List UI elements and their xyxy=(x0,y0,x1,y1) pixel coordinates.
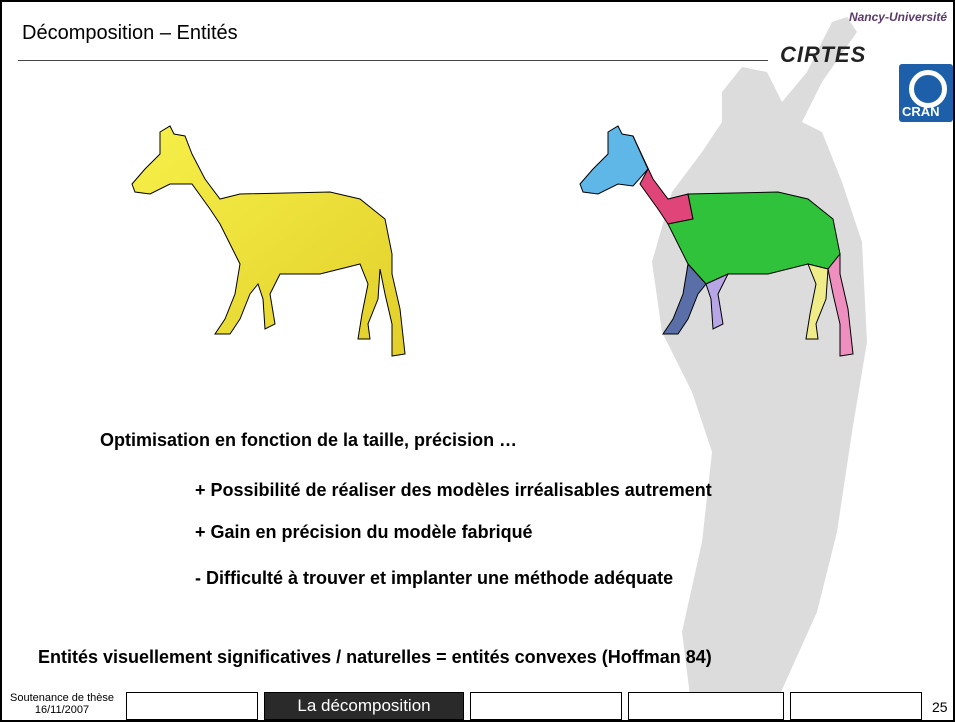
horse-part-hind-leg-1 xyxy=(805,263,829,340)
nav-ligne-de-reflet[interactable]: Ligne de reflet xyxy=(628,692,784,720)
horse-part-front-leg-2 xyxy=(705,272,730,330)
conclusion-text: Entités visuellement significatives / na… xyxy=(38,647,712,667)
horse-part-neck xyxy=(632,135,694,225)
bullet-1: + Possibilité de réaliser des modèles ir… xyxy=(195,480,712,500)
slide-title: Décomposition – Entités xyxy=(22,22,238,44)
horse-part-hind-leg-2 xyxy=(827,252,854,357)
page-number: 25 xyxy=(932,699,948,715)
nav-contexte[interactable]: Contexte xyxy=(126,692,258,720)
cirtes-logo: CIRTES xyxy=(780,42,867,67)
footer-date: Soutenance de thèse 16/11/2007 xyxy=(6,692,118,716)
horse-part-head xyxy=(579,125,649,195)
footer-event: Soutenance de thèse xyxy=(10,692,114,704)
nav-conclusion[interactable]: Conclusion xyxy=(790,692,922,720)
horse-part-front-leg-1 xyxy=(662,262,707,335)
intro-text: Optimisation en fonction de la taille, p… xyxy=(100,430,518,450)
bullet-2: + Gain en précision du modèle fabriqué xyxy=(195,522,533,542)
horse-decomposed-illustration xyxy=(579,125,854,357)
nav-point-critique[interactable]: Point critique xyxy=(470,692,622,720)
cran-ring-icon xyxy=(909,70,947,108)
nancy-universite-logo: Nancy-Université xyxy=(848,10,947,24)
title-divider xyxy=(18,60,768,61)
statue-watermark xyxy=(652,17,867,712)
cran-logo-text: CRAN xyxy=(902,104,940,119)
bullet-3: - Difficulté à trouver et implanter une … xyxy=(195,568,674,588)
footer-date-value: 16/11/2007 xyxy=(34,704,90,716)
nav-la-decomposition[interactable]: La décomposition xyxy=(264,692,464,720)
horse-whole-illustration xyxy=(131,125,406,357)
